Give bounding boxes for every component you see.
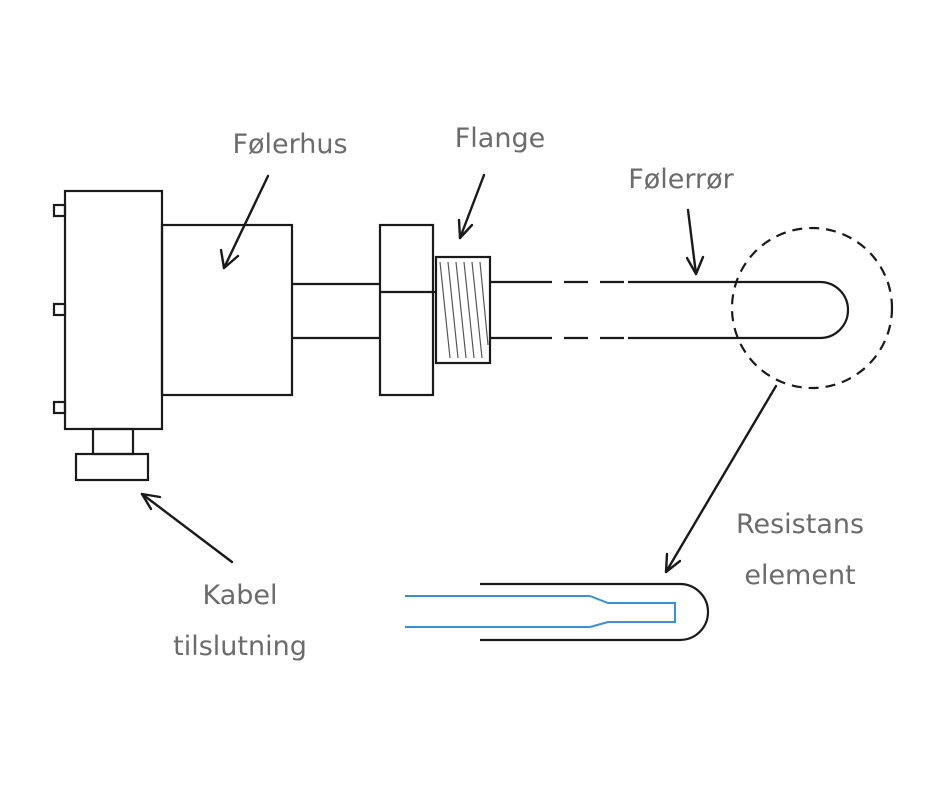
label-tilslutning: tilslutning <box>173 631 307 662</box>
nut <box>378 223 436 397</box>
label-flange: Flange <box>455 123 545 154</box>
label-folerhus: Følerhus <box>232 129 347 160</box>
detail-circle <box>730 226 894 390</box>
arrow-to-tube <box>685 208 705 276</box>
housing-neck <box>292 282 380 340</box>
flange-thread <box>434 255 492 365</box>
terminal-box <box>52 189 164 431</box>
resistance-element <box>405 582 710 642</box>
arrow-to-cable-gland <box>140 492 234 564</box>
cable-gland <box>74 427 150 482</box>
arrow-to-flange <box>457 173 486 240</box>
label-element: element <box>744 560 855 591</box>
label-kabel: Kabel <box>202 580 277 611</box>
arrow-to-element <box>664 384 778 574</box>
label-folerror: Følerrør <box>628 164 734 195</box>
arrow-to-housing <box>219 174 270 270</box>
label-resistans: Resistans <box>736 509 864 540</box>
sensor-tube <box>490 280 850 340</box>
sensor-housing <box>160 223 294 397</box>
